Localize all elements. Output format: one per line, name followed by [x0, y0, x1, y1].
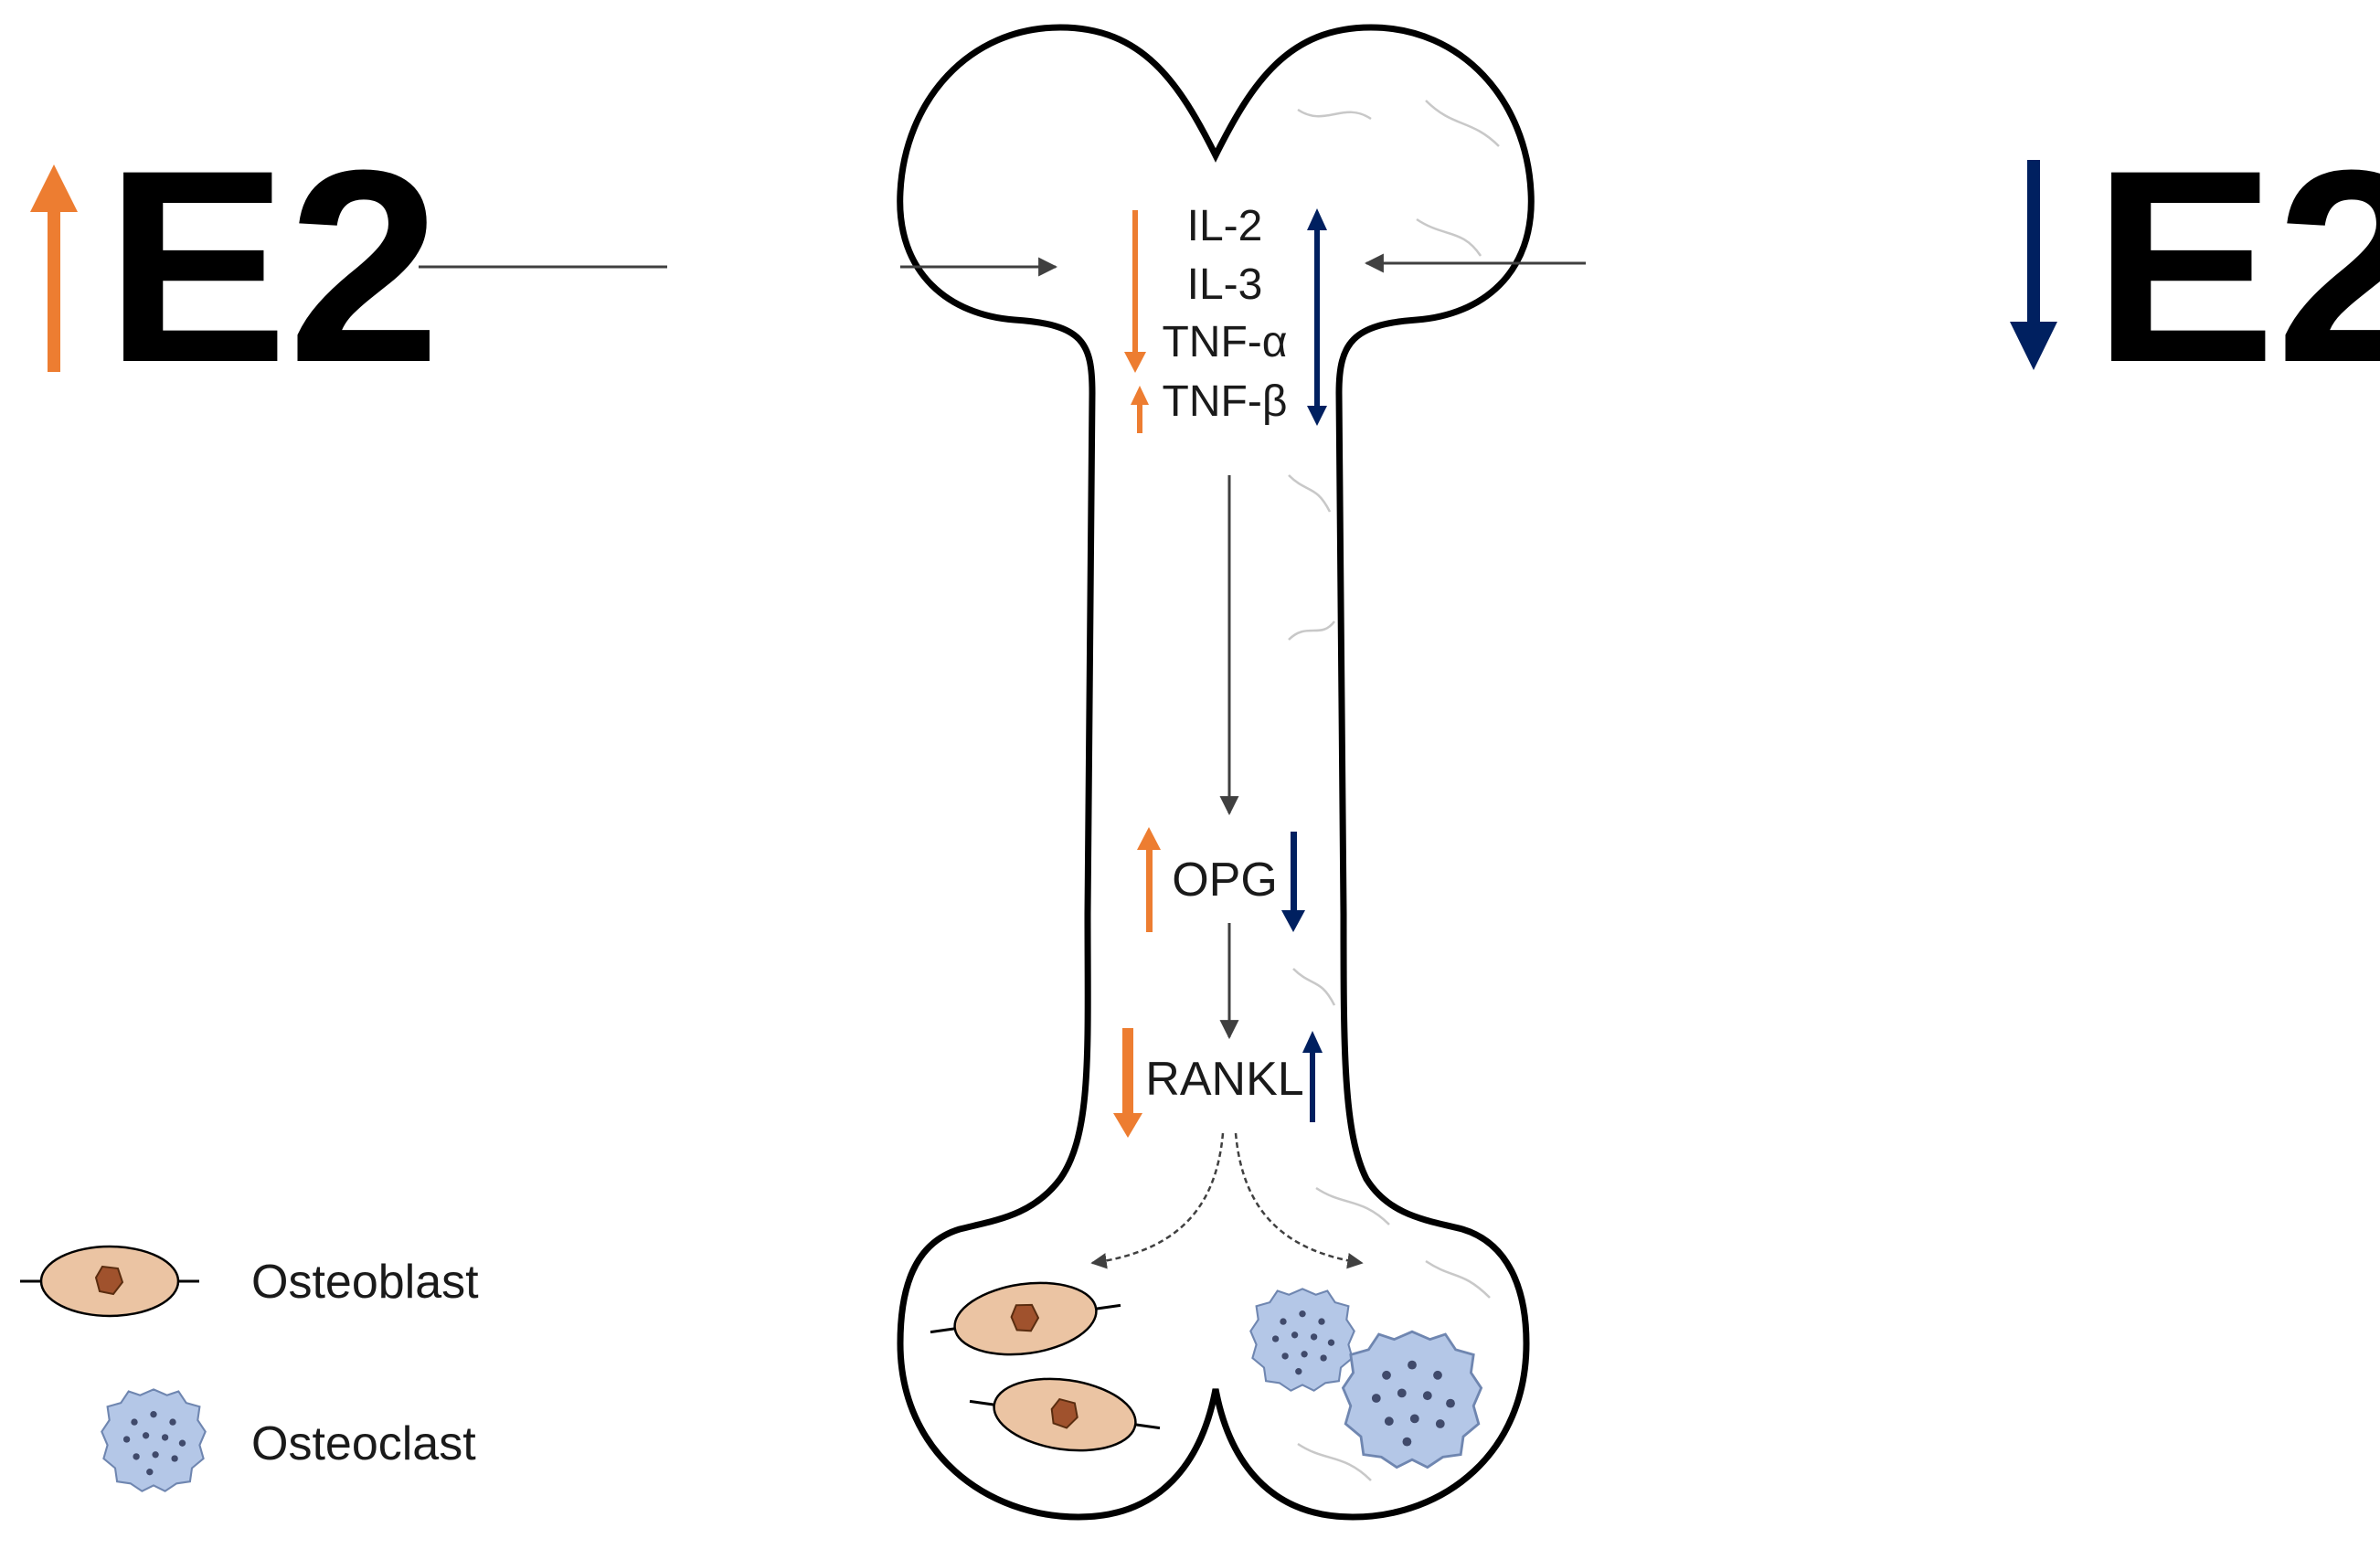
- bone-texture: [1288, 100, 1500, 1481]
- cytokine-tnf-beta: TNF-β: [1163, 377, 1288, 426]
- tnf-beta-orange-up-arrow: [1131, 386, 1149, 433]
- osteoclast-cell: [1341, 1330, 1483, 1469]
- rankl-label: RANKL: [1145, 1053, 1303, 1106]
- cytokine-il-2: IL-2: [1187, 202, 1263, 250]
- osteoblast-cell: [930, 1281, 1121, 1356]
- osteoclast-cell: [1249, 1288, 1355, 1392]
- legend-osteoblast-label: Osteoblast: [251, 1256, 479, 1309]
- rankl-navy-up-arrow: [1302, 1031, 1323, 1122]
- cytokine-tnf-alpha: TNF-α: [1162, 318, 1287, 366]
- left-e2-label: E2: [105, 112, 441, 419]
- right-e2-down-arrow: [2010, 160, 2057, 370]
- legend: Osteoblast Osteoclast: [20, 1245, 479, 1492]
- cytokines-navy-double-arrow: [1307, 208, 1327, 426]
- rankl-to-osteoblast-arrow: [1090, 1132, 1225, 1269]
- legend-osteoclast-label: Osteoclast: [251, 1417, 476, 1470]
- right-e2-label: E2: [2093, 112, 2380, 419]
- cytokines-orange-down-arrow: [1124, 210, 1146, 373]
- cytokine-il-3: IL-3: [1187, 260, 1263, 309]
- rankl-to-osteoclast-arrow: [1234, 1132, 1364, 1269]
- bone-outline: [897, 24, 1535, 1521]
- opg-label: OPG: [1172, 854, 1278, 907]
- left-e2-up-arrow: [30, 164, 78, 372]
- opg-orange-up-arrow: [1137, 827, 1161, 932]
- osteoblast-icon: [20, 1245, 199, 1318]
- opg-navy-down-arrow: [1281, 832, 1305, 932]
- osteoblast-cell: [969, 1377, 1161, 1452]
- rankl-orange-down-arrow: [1113, 1028, 1142, 1138]
- osteoclast-icon: [101, 1388, 207, 1492]
